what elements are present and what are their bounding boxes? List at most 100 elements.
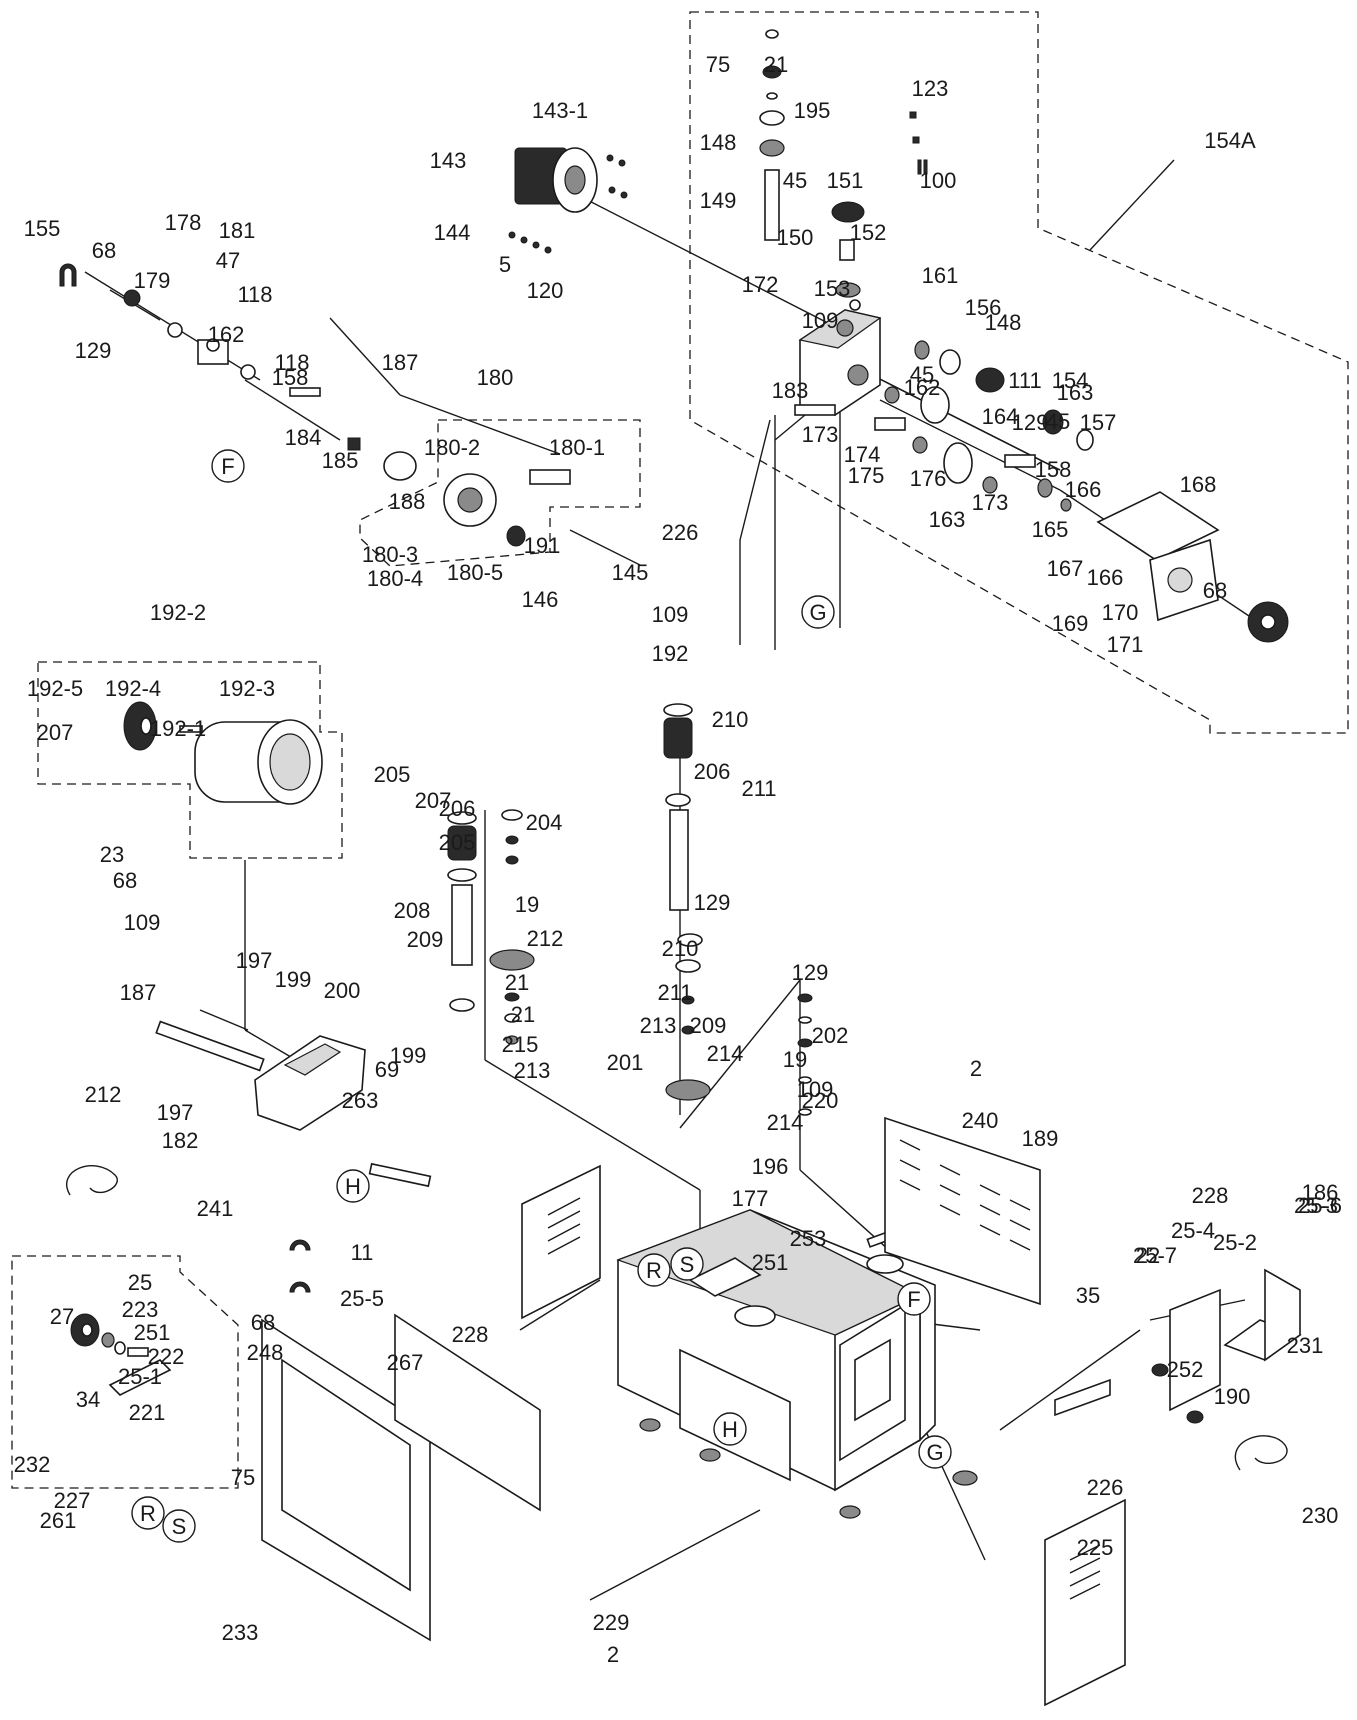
motor-192 <box>123 701 323 805</box>
reference-circle-F <box>211 449 245 483</box>
reference-letter-F: F <box>221 454 234 479</box>
reference-letter-H: H <box>345 1174 361 1199</box>
callout-180-2: 180-2 <box>424 435 480 460</box>
callout-158: 158 <box>272 365 309 390</box>
callout-21: 21 <box>511 1002 535 1027</box>
callout-2: 2 <box>970 1056 982 1081</box>
gearbox-154 <box>794 299 882 416</box>
callout-206: 206 <box>694 759 731 784</box>
callout-75: 75 <box>231 1465 255 1490</box>
reference-letter-S: S <box>680 1252 695 1277</box>
wire-harness-261 <box>1234 1435 1288 1471</box>
callout-68: 68 <box>1203 578 1227 603</box>
callout-143: 143 <box>430 148 467 173</box>
callout-187: 187 <box>120 980 157 1005</box>
panel-220 <box>884 1116 1041 1306</box>
callout-118: 118 <box>237 282 272 307</box>
bracket-251-253 <box>1054 1268 1302 1424</box>
callout-212: 212 <box>527 926 564 951</box>
callout-47: 47 <box>216 248 240 273</box>
callout-148: 148 <box>700 130 737 155</box>
callout-129: 129 <box>792 960 829 985</box>
callout-229: 229 <box>593 1610 630 1635</box>
callout-11: 11 <box>351 1240 374 1265</box>
callout-251: 251 <box>752 1250 789 1275</box>
callout-213: 213 <box>640 1013 677 1038</box>
callout-162: 162 <box>208 322 245 347</box>
callout-176: 176 <box>910 466 947 491</box>
callout-27: 27 <box>50 1304 74 1329</box>
callout-164: 164 <box>982 404 1019 429</box>
callout-204: 204 <box>526 810 563 835</box>
callout-154: 154 <box>1052 368 1089 393</box>
callout-183: 183 <box>772 378 809 403</box>
callout-187: 187 <box>382 350 419 375</box>
callout-240: 240 <box>962 1108 999 1133</box>
reference-circle-H <box>336 1169 370 1203</box>
callout-25-5: 25-5 <box>340 1286 384 1311</box>
callout-166: 166 <box>1065 477 1102 502</box>
callout-226: 226 <box>662 520 699 545</box>
callout-151: 151 <box>827 168 864 193</box>
reference-letter-H: H <box>722 1417 738 1442</box>
callout-166: 166 <box>1087 565 1124 590</box>
callout-210: 210 <box>712 707 749 732</box>
callout-118: 118 <box>274 350 309 375</box>
callout-202: 202 <box>812 1023 849 1048</box>
panel-233 <box>1044 1498 1126 1707</box>
callout-200: 200 <box>324 978 361 1003</box>
callout-75: 75 <box>706 52 730 77</box>
callout-192-2: 192-2 <box>150 600 206 625</box>
callout-155: 155 <box>24 216 61 241</box>
callout-68: 68 <box>92 238 116 263</box>
callout-192: 192 <box>652 641 689 666</box>
reference-letter-F: F <box>907 1287 920 1312</box>
callout-165: 165 <box>1032 517 1069 542</box>
callout-169: 169 <box>1052 611 1089 636</box>
reference-circle-S <box>670 1247 704 1281</box>
pulley-25 <box>70 1313 172 1396</box>
callout-214: 214 <box>707 1041 744 1066</box>
callout-154A: 154A <box>1204 128 1256 153</box>
callout-180-4: 180-4 <box>367 566 423 591</box>
callout-25: 25 <box>128 1270 152 1295</box>
callout-261: 261 <box>40 1508 77 1533</box>
callout-192-4: 192-4 <box>105 676 161 701</box>
reference-letter-R: R <box>646 1258 662 1283</box>
callout-129: 129 <box>75 338 112 363</box>
callout-195: 195 <box>794 98 831 123</box>
callout-222: 222 <box>148 1344 185 1369</box>
callout-263: 263 <box>342 1088 379 1113</box>
panel-left-louvered <box>521 1164 601 1320</box>
callout-45: 45 <box>910 362 934 387</box>
callout-248: 248 <box>247 1340 284 1365</box>
callout-209: 209 <box>690 1013 727 1038</box>
callout-157: 157 <box>1080 410 1117 435</box>
callout-23: 23 <box>100 842 124 867</box>
callout-150: 150 <box>777 225 814 250</box>
callout-163: 163 <box>1057 380 1094 405</box>
reference-circle-G <box>801 595 835 629</box>
reference-letter-S: S <box>172 1514 187 1539</box>
left-shaft-assembly <box>59 263 571 547</box>
callout-185: 185 <box>322 448 359 473</box>
callout-206: 206 <box>439 796 476 821</box>
callout-192-5: 192-5 <box>27 676 83 701</box>
callout-170: 170 <box>1102 600 1139 625</box>
callout-152: 152 <box>850 220 887 245</box>
reference-circle-R <box>637 1253 671 1287</box>
callout-211: 211 <box>657 980 692 1005</box>
callout-207: 207 <box>415 788 452 813</box>
callout-120: 120 <box>527 278 564 303</box>
reference-circle-H <box>713 1412 747 1446</box>
callout-212: 212 <box>85 1082 122 1107</box>
callout-25-2: 25-2 <box>1213 1230 1257 1255</box>
callout-156: 156 <box>965 295 1002 320</box>
reference-letter-R: R <box>140 1501 156 1526</box>
callout-179: 179 <box>134 268 171 293</box>
callout-178: 178 <box>165 210 202 235</box>
callout-109: 109 <box>652 602 689 627</box>
